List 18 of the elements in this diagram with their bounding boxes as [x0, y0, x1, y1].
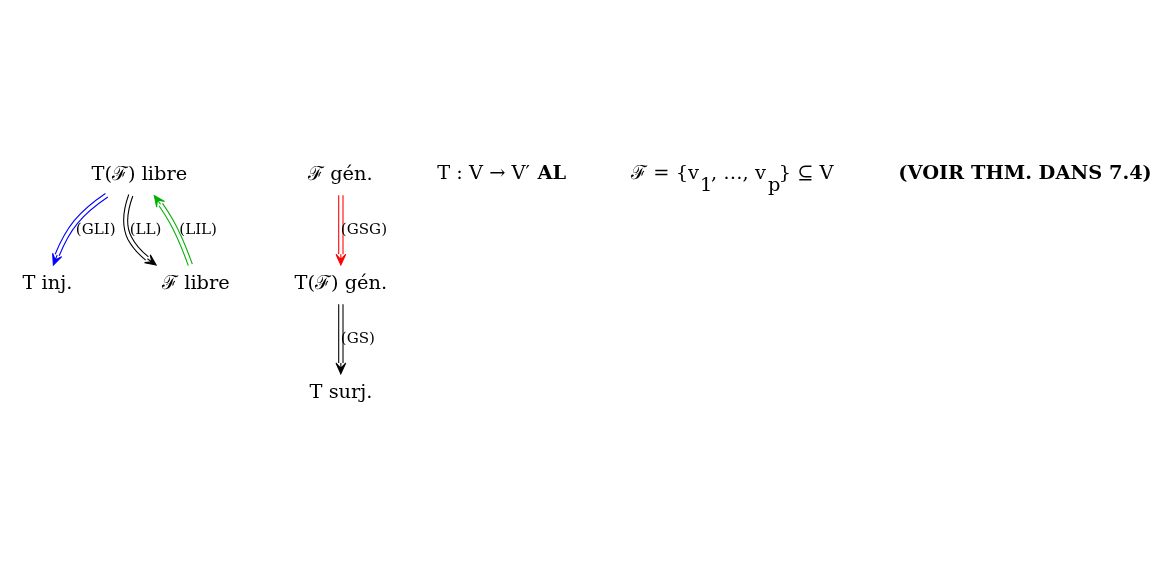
node-text: T inj. — [22, 271, 73, 295]
node-text: ℱ libre — [162, 271, 230, 295]
arrow — [335, 303, 347, 375]
label: T : V → V′ AL — [437, 161, 567, 185]
label: (VOIR THM. DANS 7.4) — [898, 161, 1152, 185]
arrow — [123, 193, 157, 266]
arrow — [153, 194, 193, 267]
edge-label: (GS) — [340, 328, 375, 347]
edge-label: (LIL) — [179, 220, 218, 239]
edge-label: (GSG) — [340, 220, 388, 239]
node-text: T surj. — [309, 380, 373, 404]
edge-label: (GLI) — [75, 220, 116, 239]
node-text: T(ℱ) gén. — [294, 271, 388, 295]
edge-label: (LL) — [129, 220, 162, 239]
node-text: ℱ gén. — [308, 162, 373, 186]
arrow — [335, 194, 347, 266]
node-text: T(ℱ) libre — [91, 162, 188, 186]
arrow — [52, 192, 109, 266]
